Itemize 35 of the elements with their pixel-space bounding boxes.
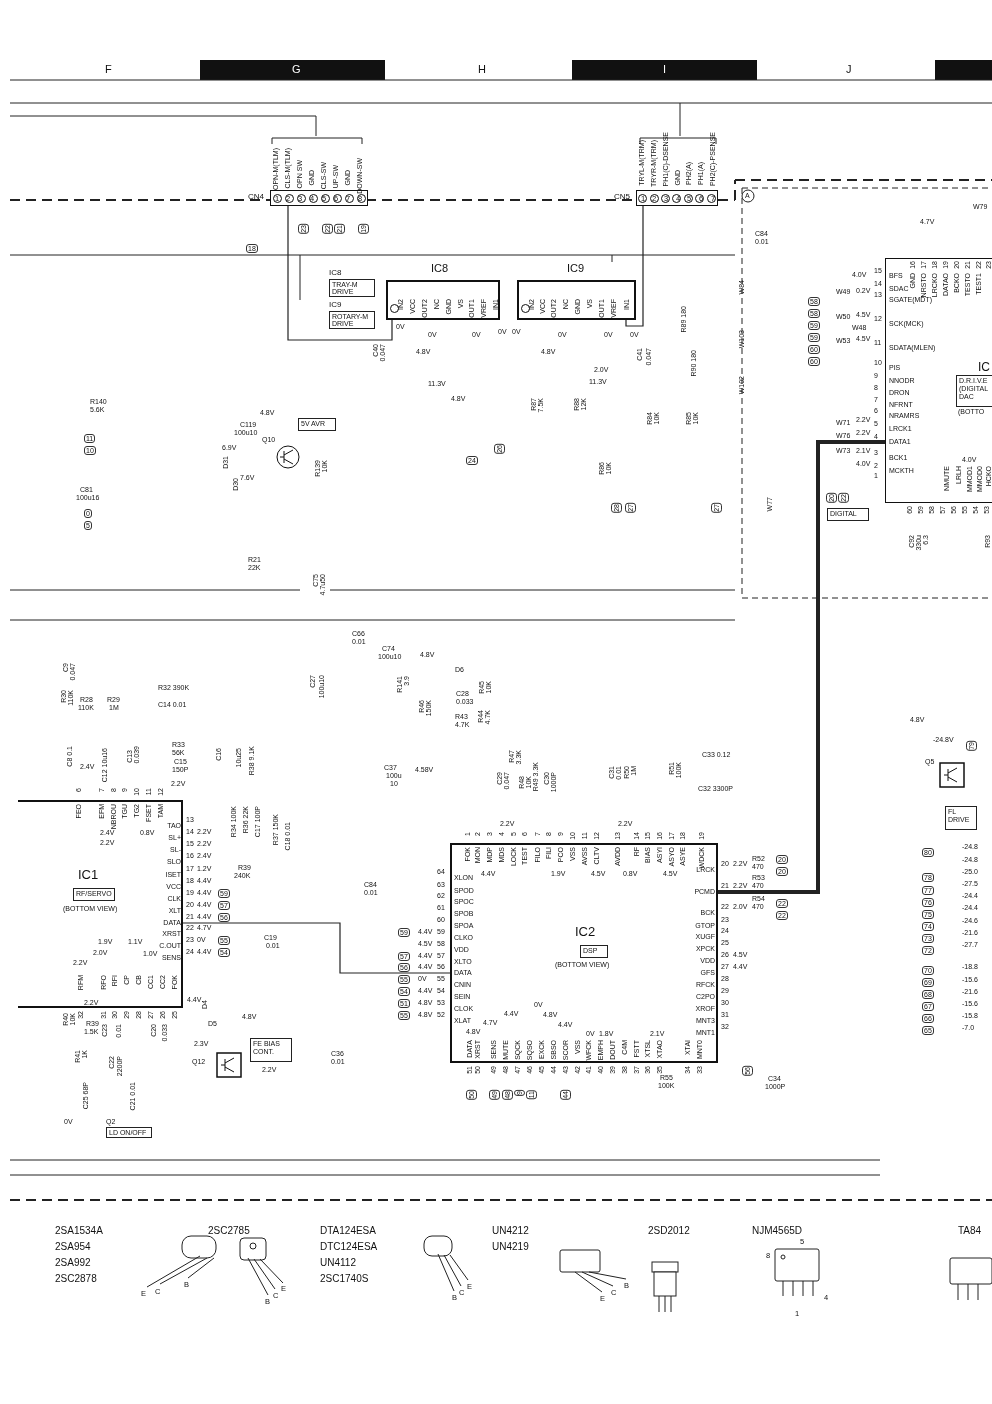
part-number: TA84	[958, 1226, 982, 1236]
note-text: IC9	[329, 301, 342, 309]
grid-letter: I	[663, 64, 667, 75]
wire	[625, 205, 644, 327]
part-number: 2SC1740S	[320, 1274, 369, 1284]
ic-outline	[450, 843, 718, 1063]
part-number: DTA124ESA	[320, 1226, 376, 1236]
part-number: 2SA1534A	[55, 1226, 103, 1236]
ic-outline	[18, 800, 183, 1008]
part-number: NJM4565D	[752, 1226, 803, 1236]
grid-letter: J	[846, 64, 852, 75]
ic-outline	[885, 258, 992, 503]
part-number: 2SD2012	[648, 1226, 690, 1236]
part-number: 2SC2785	[208, 1226, 250, 1236]
part-number: UN4212	[492, 1226, 529, 1236]
part-number: UN4219	[492, 1242, 529, 1252]
grid-letter: F	[105, 64, 112, 75]
part-number: 2SC2878	[55, 1274, 97, 1284]
chip-label: IC8	[431, 263, 449, 274]
chip-label: IC	[978, 361, 990, 373]
grid-letter: H	[478, 64, 486, 75]
part-number: 2SA992	[55, 1258, 91, 1268]
wire	[287, 205, 393, 341]
connector-label: CN4	[248, 193, 264, 201]
grid-letter: G	[292, 64, 301, 75]
chip-label: IC1	[78, 868, 99, 881]
part-number: 2SA954	[55, 1242, 91, 1252]
note-text: IC8	[329, 269, 342, 277]
part-number: UN4112	[320, 1258, 356, 1268]
connector-label: CN5	[614, 193, 630, 201]
chip-label: IC2	[575, 925, 596, 938]
wire	[182, 922, 451, 974]
part-number: DTC124ESA	[320, 1242, 378, 1252]
chip-label: IC9	[567, 263, 585, 274]
wire	[718, 440, 885, 894]
